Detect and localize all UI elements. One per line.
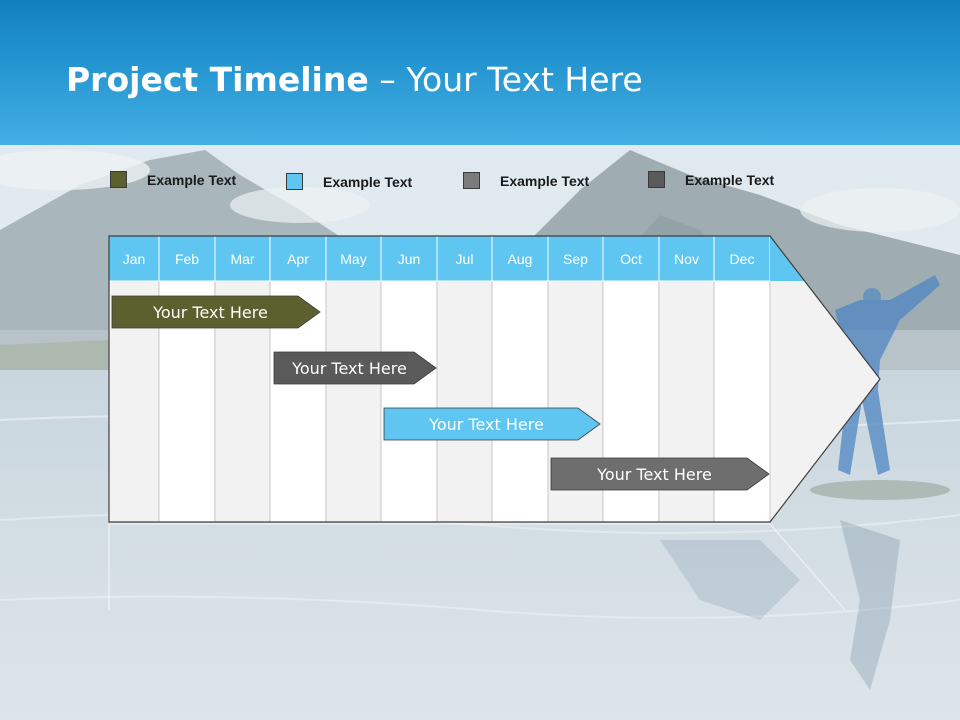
task-arrow: Your Text Here bbox=[550, 457, 770, 491]
month-label: Nov bbox=[674, 251, 699, 267]
month-label: Oct bbox=[620, 251, 642, 267]
month-label: Aug bbox=[508, 251, 533, 267]
month-header-cell bbox=[436, 235, 493, 282]
task-arrow: Your Text Here bbox=[383, 407, 601, 441]
legend-swatch bbox=[286, 173, 303, 190]
month-header-cell bbox=[325, 235, 382, 282]
header-band: Project Timeline – Your Text Here bbox=[0, 0, 960, 145]
month-label: Sep bbox=[563, 251, 588, 267]
month-label: Jun bbox=[398, 251, 421, 267]
month-header-cell bbox=[158, 235, 216, 282]
task-bar bbox=[383, 407, 601, 441]
month-label: Dec bbox=[730, 251, 755, 267]
timeline-reflection-line bbox=[108, 523, 846, 611]
page-title-rest: – Your Text Here bbox=[368, 60, 643, 99]
timeline-month-header: Jan Feb Mar Apr May Jun Jul Aug Sep Oct Nov Dec bbox=[108, 235, 805, 282]
month-label: Mar bbox=[230, 251, 254, 267]
task-arrow: Your Text Here bbox=[111, 295, 321, 329]
page-title-bold: Project Timeline bbox=[66, 60, 369, 99]
month-column bbox=[491, 280, 549, 523]
task-label: Your Text Here bbox=[152, 303, 268, 322]
page-title: Project Timeline – Your Text Here bbox=[66, 60, 643, 99]
month-label: Jan bbox=[123, 251, 146, 267]
legend-label: Example Text bbox=[323, 174, 413, 190]
task-label: Your Text Here bbox=[291, 359, 407, 378]
task-bar bbox=[550, 457, 770, 491]
month-header-cell bbox=[269, 235, 327, 282]
legend-swatch bbox=[463, 172, 480, 189]
legend-label: Example Text bbox=[685, 172, 775, 188]
timeline-outline bbox=[108, 235, 881, 523]
legend-label: Example Text bbox=[500, 173, 590, 189]
legend-swatch bbox=[648, 171, 665, 188]
task-label: Your Text Here bbox=[428, 415, 544, 434]
task-bar bbox=[111, 295, 321, 329]
month-label: Apr bbox=[287, 251, 309, 267]
month-column bbox=[380, 280, 438, 523]
legend-label: Example Text bbox=[147, 172, 237, 188]
month-header-cell bbox=[214, 235, 271, 282]
task-bar bbox=[273, 351, 437, 385]
month-column bbox=[436, 280, 493, 523]
month-label: Jul bbox=[456, 251, 474, 267]
month-label: May bbox=[340, 251, 366, 267]
month-column bbox=[325, 280, 382, 523]
month-header-cell bbox=[713, 235, 771, 282]
task-label: Your Text Here bbox=[596, 465, 712, 484]
month-label: Feb bbox=[175, 251, 199, 267]
timeline-arrow-outline bbox=[108, 235, 881, 523]
task-arrow: Your Text Here bbox=[273, 351, 437, 385]
legend-swatch bbox=[110, 171, 127, 188]
month-header-cell bbox=[380, 235, 438, 282]
timeline-reflection bbox=[108, 523, 846, 611]
